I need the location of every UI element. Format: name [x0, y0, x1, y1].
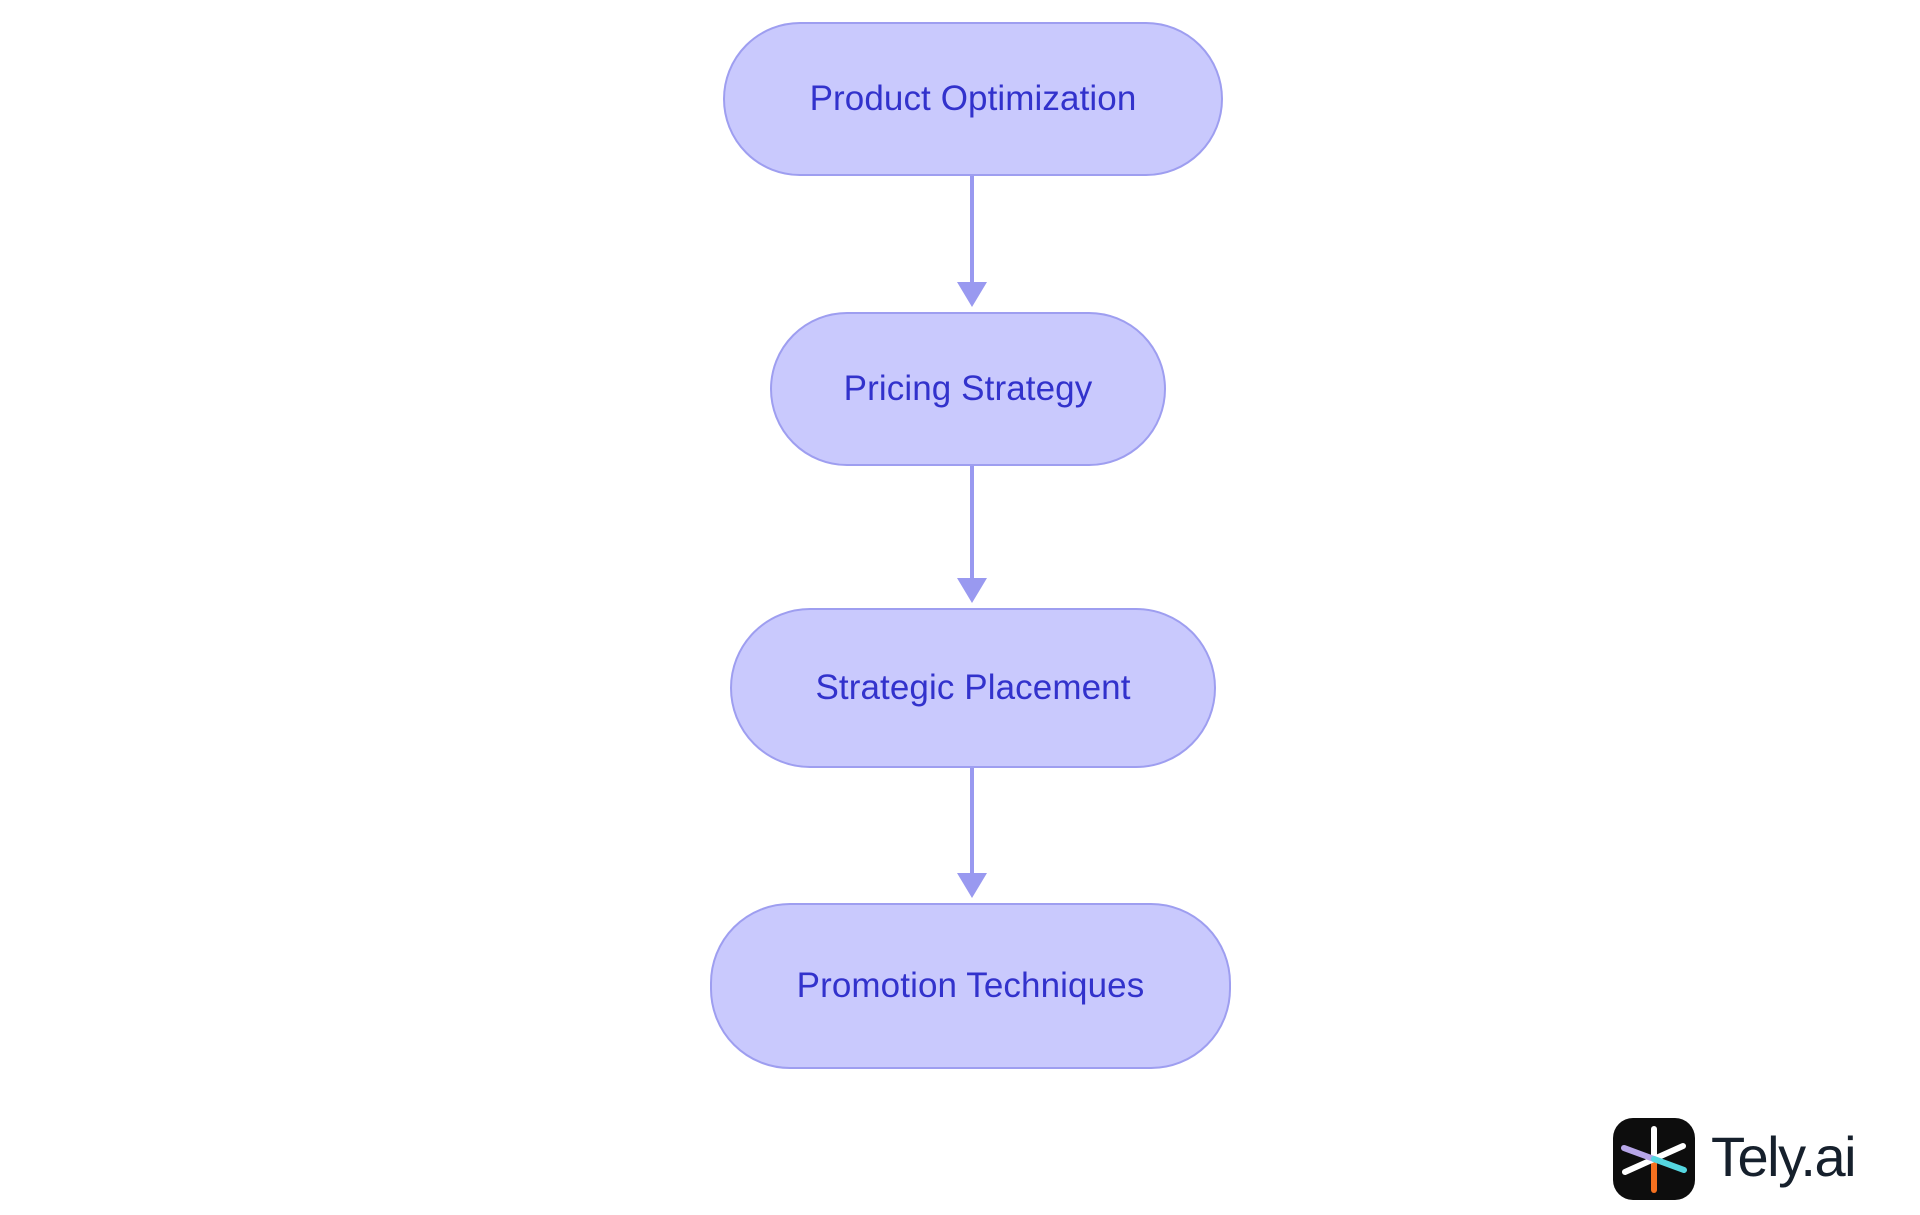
brand-logo: Tely.ai [1613, 1118, 1891, 1200]
flow-node-label: Promotion Techniques [796, 965, 1145, 1005]
edge-pricing-strategy-to-strategic-placement [957, 466, 987, 603]
starburst-glyph [1621, 1126, 1687, 1193]
flow-node-label: Product Optimization [809, 78, 1137, 118]
flow-node-promotion-techniques[interactable]: Promotion Techniques [710, 903, 1231, 1069]
edge-product-optimization-to-pricing-strategy [957, 176, 987, 307]
flow-node-strategic-placement[interactable]: Strategic Placement [730, 608, 1216, 768]
flow-node-label: Pricing Strategy [843, 368, 1093, 408]
brand-wordmark: Tely.ai [1711, 1125, 1857, 1188]
flow-node-label: Strategic Placement [815, 667, 1131, 707]
edge-strategic-placement-to-promotion-techniques [957, 768, 987, 898]
flow-node-product-optimization[interactable]: Product Optimization [723, 22, 1223, 176]
flow-node-pricing-strategy[interactable]: Pricing Strategy [770, 312, 1166, 466]
starburst-icon [1613, 1118, 1695, 1200]
